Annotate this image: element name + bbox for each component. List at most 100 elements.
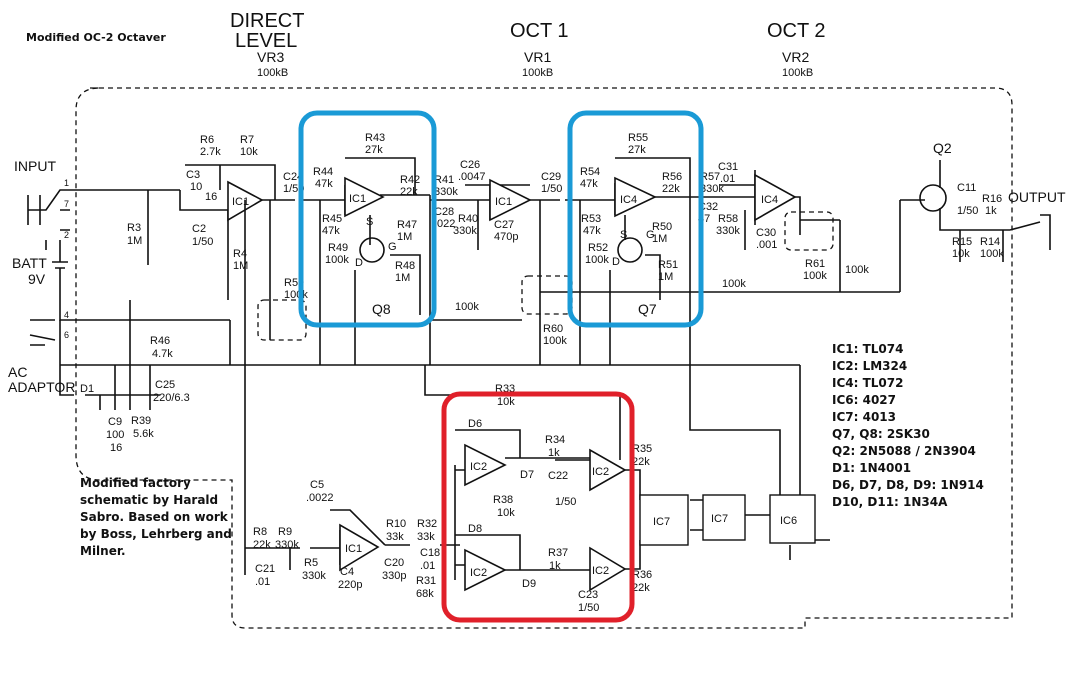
ic2-rectifier-b (464, 548, 507, 592)
c5-label: C5 (310, 479, 324, 491)
r41-value: 330k (434, 186, 458, 198)
ac-label: AC (8, 364, 27, 380)
r45-label: R45 (322, 213, 342, 225)
mix-bus (540, 200, 901, 293)
ic7-flipflop-b (702, 494, 746, 541)
c31-label: C31 (718, 161, 738, 173)
r39-value: 5.6k (133, 428, 154, 440)
ic4b-label: IC4 (761, 194, 778, 206)
r34-value: 1k (548, 447, 560, 459)
parts-list: IC1: TL074 IC2: LM324 IC4: TL072 IC6: 40… (832, 342, 984, 509)
output-label: OUTPUT (1008, 189, 1066, 205)
r9-label: R9 (278, 526, 292, 538)
input-buffer-wiring (147, 164, 295, 300)
r61-value: 100k (803, 270, 827, 282)
c30-label: C30 (756, 227, 776, 239)
r44-value: 47k (315, 178, 333, 190)
direct-level-heading-1: DIRECT (230, 10, 304, 32)
r5-value: 330k (302, 570, 326, 582)
r14-label: R14 (980, 236, 1000, 248)
input-jack (27, 189, 180, 231)
r15-value: 10k (952, 248, 970, 260)
vr2-label: VR2 (782, 49, 809, 65)
r52-value: 100k (585, 254, 609, 266)
power-supply-section (85, 300, 160, 410)
r40-value: 330k (453, 225, 477, 237)
ic7b-label: IC7 (711, 513, 728, 525)
r50-value: 1M (652, 233, 667, 245)
parts-list-item: D1: 1N4001 (832, 461, 911, 475)
ic6-label: IC6 (780, 515, 797, 527)
r37-label: R37 (548, 547, 568, 559)
c18-value: .01 (420, 560, 435, 572)
d8-label: D8 (468, 523, 482, 535)
r100b-value: 100k (845, 264, 869, 276)
c9-label: C9 (108, 416, 122, 428)
r41-label: R41 (434, 174, 454, 186)
flipflop-wiring (625, 365, 830, 570)
r56-label: R56 (662, 171, 682, 183)
pin-6: 6 (64, 330, 69, 340)
r55-label: R55 (628, 132, 648, 144)
pin-2: 2 (64, 230, 69, 240)
q7-source-label: S (620, 229, 627, 241)
c3-value: 10 (190, 181, 202, 193)
r59-value: 100k (284, 289, 308, 301)
battery-symbol (45, 240, 75, 321)
c20-label: C20 (384, 557, 404, 569)
input-label: INPUT (14, 158, 56, 174)
r58-label: R58 (718, 213, 738, 225)
c23-value: 1/50 (578, 602, 599, 614)
d6-label: D6 (468, 418, 482, 430)
r37-value: 1k (549, 560, 561, 572)
r53-label: R53 (581, 213, 601, 225)
credit-line: Sabro. Based on work (80, 510, 229, 524)
r7-value: 10k (240, 146, 258, 158)
r56-value: 22k (662, 183, 680, 195)
q7-gate-label: G (646, 229, 655, 241)
q7-jfet (617, 237, 643, 263)
q7-label: Q7 (638, 301, 657, 317)
pin-4: 4 (64, 310, 69, 320)
vr3-label: VR3 (257, 49, 284, 65)
vr1-dashed-box (521, 275, 573, 315)
r9-value: 330k (275, 539, 299, 551)
vr1-value: 100kB (522, 67, 553, 79)
q8-gate-label: G (388, 241, 397, 253)
r34-label: R34 (545, 434, 565, 446)
r46-value: 4.7k (152, 348, 173, 360)
r44-label: R44 (313, 166, 333, 178)
r31-value: 68k (416, 588, 434, 600)
d9-label: D9 (522, 578, 536, 590)
r54-value: 47k (580, 178, 598, 190)
vr1-wiring (430, 200, 541, 365)
ic1-oct1-filter (344, 176, 385, 218)
batt-voltage: 9V (28, 271, 46, 287)
r8-value: 22k (253, 539, 271, 551)
ic1-mid-filter (489, 178, 532, 222)
ic1a-label: IC1 (232, 196, 249, 208)
c28-value: .022 (434, 218, 455, 230)
c21-value: .01 (255, 576, 270, 588)
c18-label: C18 (420, 547, 440, 559)
r47-value: 1M (397, 231, 412, 243)
c27-label: C27 (494, 219, 514, 231)
r10-label: R10 (386, 518, 406, 530)
ic2a-label: IC2 (470, 461, 487, 473)
credit-line: Milner. (80, 544, 126, 558)
r42-value: 22k (400, 186, 418, 198)
ic2b-label: IC2 (470, 567, 487, 579)
r40-label: R40 (458, 213, 478, 225)
ic1b-label: IC1 (349, 193, 366, 205)
c11-value: 1/50 (957, 205, 978, 217)
q7-drain-label: D (612, 256, 620, 268)
r32-label: R32 (417, 518, 437, 530)
r51-label: R51 (658, 259, 678, 271)
ic2d-label: IC2 (592, 565, 609, 577)
adaptor-jack (29, 319, 74, 396)
r35-label: R35 (632, 443, 652, 455)
ic1c-label: IC1 (495, 196, 512, 208)
c24-label: C24 (283, 171, 303, 183)
